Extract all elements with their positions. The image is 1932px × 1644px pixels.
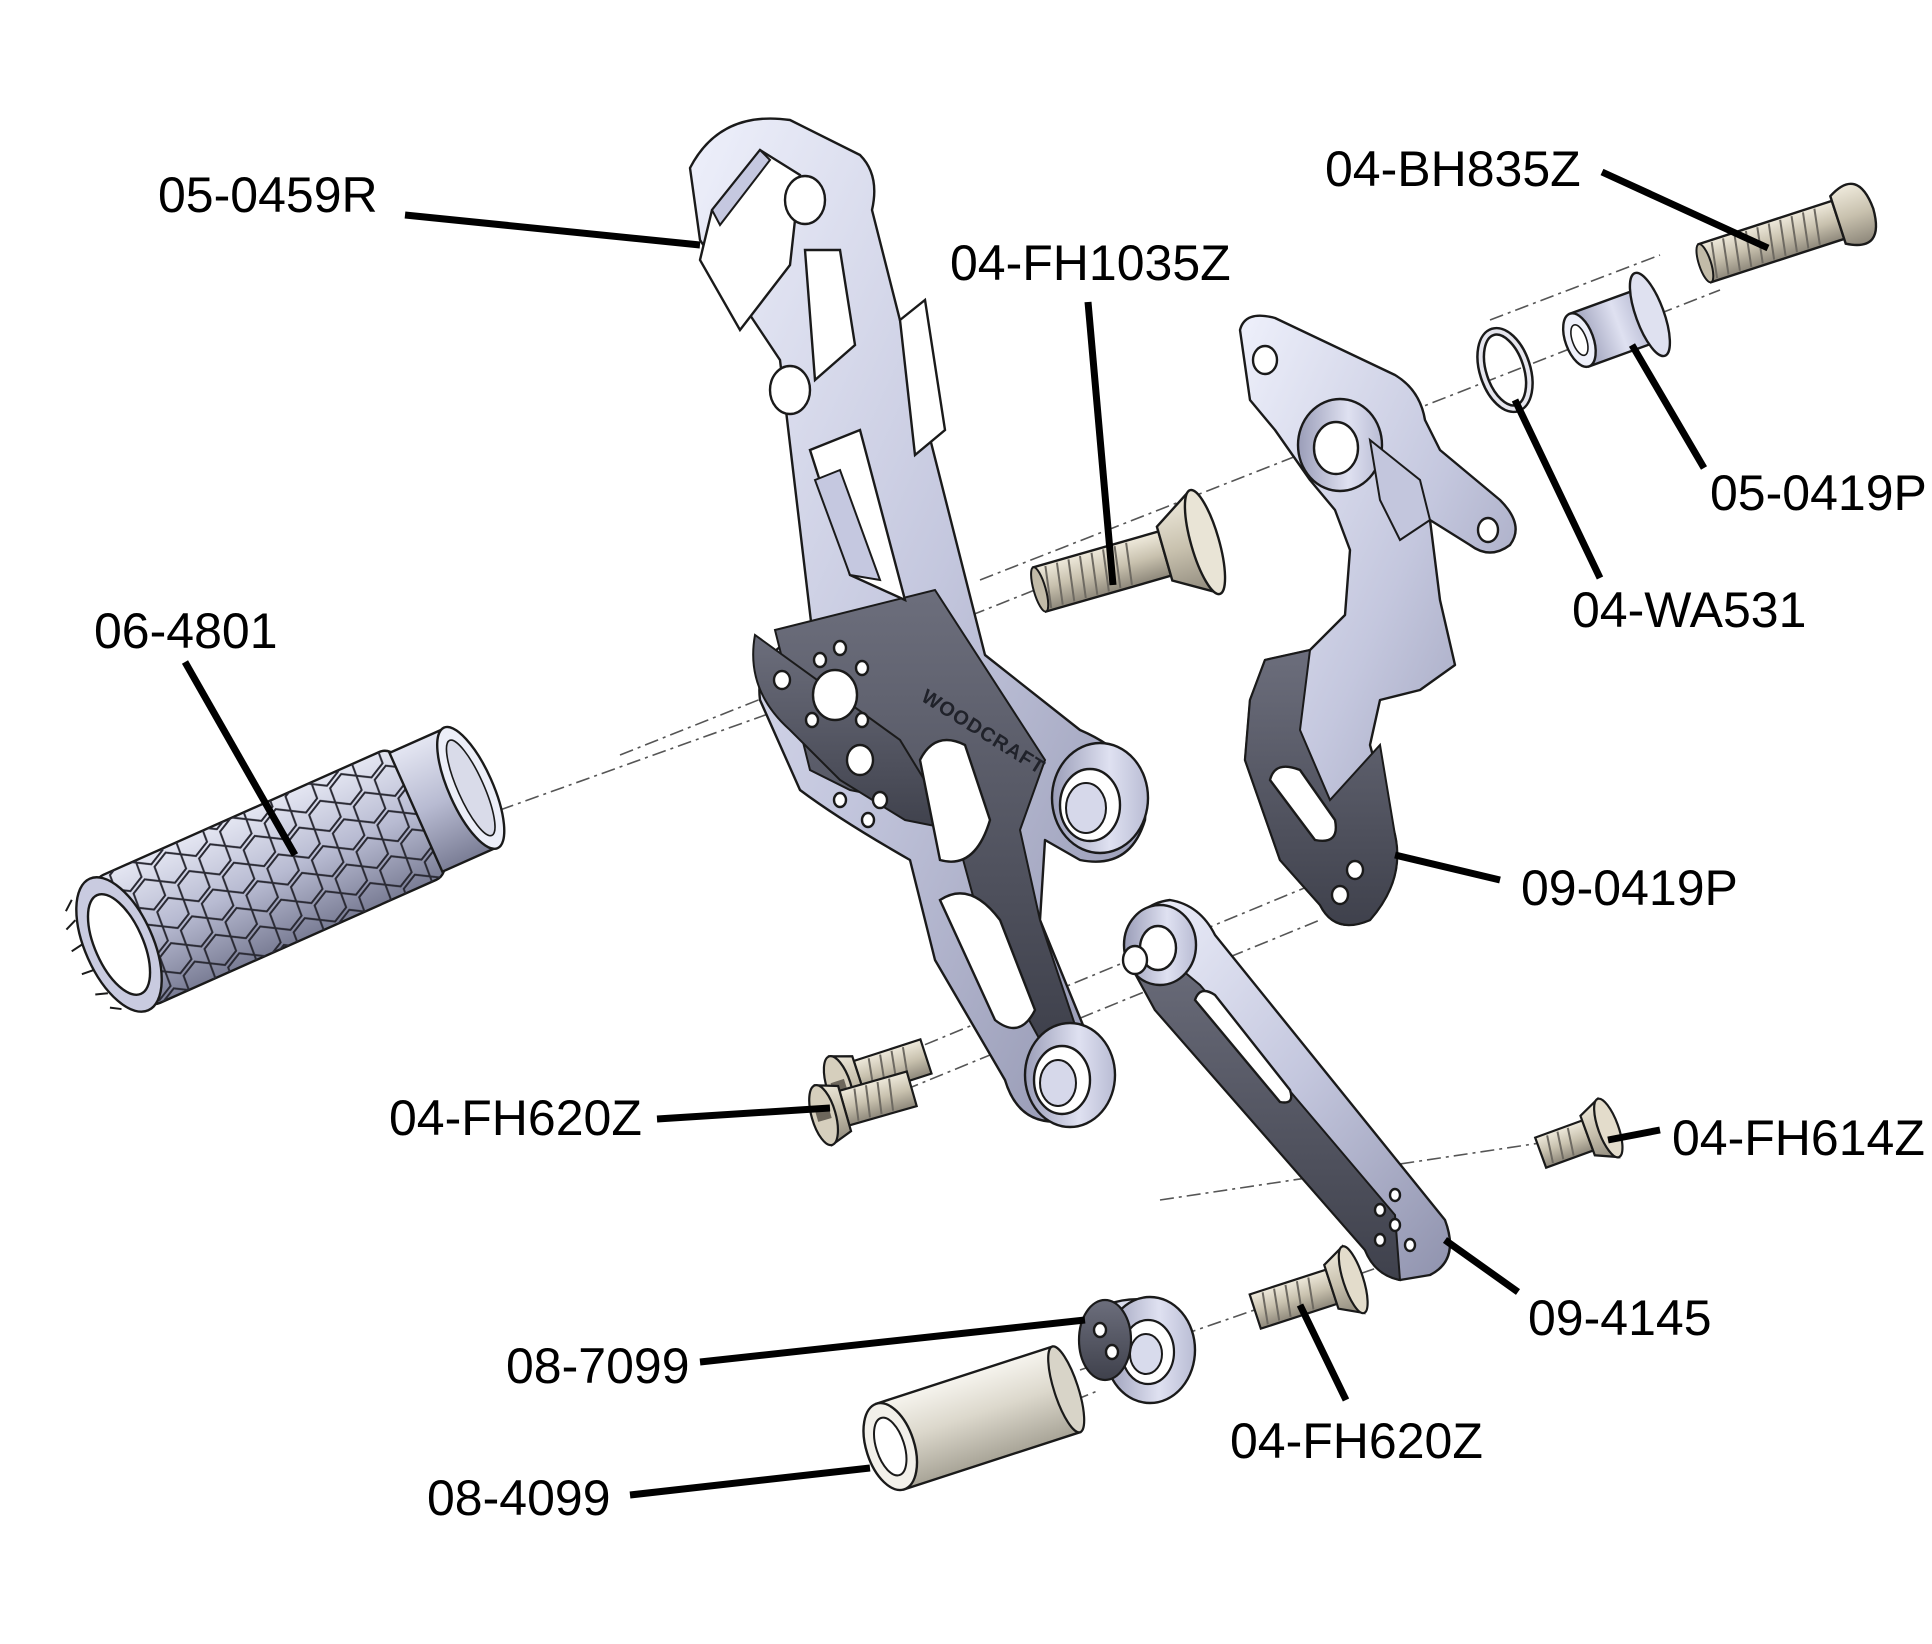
leader-lines (181, 168, 1770, 1499)
label-09-4145: 09-4145 (1528, 1290, 1712, 1346)
bolt-fh620z-lower (1248, 1244, 1369, 1331)
bolt-bh835z (1695, 182, 1878, 284)
mount-plate-0419p (1238, 314, 1517, 927)
bolt-pair-fh620z (808, 1037, 933, 1147)
rearset-bracket: WOODCRAFT (688, 117, 1150, 1129)
sleeve-4099 (862, 1345, 1086, 1492)
bolt-fh614z (1533, 1096, 1624, 1170)
label-04-fh620z-lower: 04-FH620Z (1230, 1413, 1483, 1469)
spacer-7099 (1077, 1295, 1197, 1405)
shift-arm-4145 (1121, 898, 1452, 1282)
bushing-0419p (1561, 271, 1672, 369)
part-labels: 05-0459R 04-FH1035Z 04-BH835Z 05-0419P 0… (94, 141, 1927, 1526)
bolt-fh1035z (1030, 488, 1227, 614)
label-04-fh620z-upper: 04-FH620Z (389, 1090, 642, 1146)
label-04-fh614z: 04-FH614Z (1672, 1110, 1925, 1166)
label-05-0419p: 05-0419P (1710, 465, 1927, 521)
label-04-wa531: 04-WA531 (1572, 582, 1806, 638)
plate-holes (772, 639, 889, 829)
label-06-4801: 06-4801 (94, 603, 278, 659)
footpeg-grip (65, 725, 506, 1013)
label-05-0459r: 05-0459R (158, 167, 378, 223)
label-08-4099: 08-4099 (427, 1470, 611, 1526)
label-09-0419p: 09-0419P (1521, 860, 1738, 916)
label-04-bh835z: 04-BH835Z (1325, 141, 1581, 197)
washer-wa531 (1476, 326, 1534, 414)
label-08-7099: 08-7099 (506, 1338, 690, 1394)
label-04-fh1035z: 04-FH1035Z (950, 235, 1231, 291)
arm-holes (1373, 1187, 1417, 1253)
